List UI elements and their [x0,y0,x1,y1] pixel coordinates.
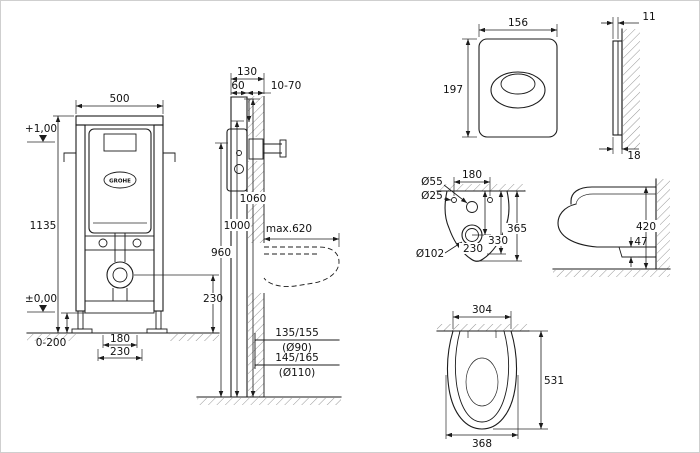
seat-inner-ring [454,330,510,423]
dim-frame-height: 1135 [30,220,57,232]
frame-side-view: 130 60 10-70 1060 1000 960 max.620 135/1… [196,66,342,405]
dim-bolt-spacing: 180 [110,333,130,345]
dim-wall-range: 10-70 [271,80,302,92]
outlet-bend [106,261,134,289]
dim-outlet-offset: 230 [463,243,483,255]
dim-plate-height: 197 [443,84,463,96]
dim-frame-depth: 60 [231,80,244,92]
dim-fixing-hole-dia: Ø25 [421,190,443,202]
level-mark-icon [39,135,47,142]
dim-height-mid: 1000 [224,220,251,232]
level-top-label: +1,00 [25,123,57,135]
dim-max-width: 368 [472,438,492,450]
dim-outlet-90-dia: (Ø90) [282,342,312,354]
foot-right [155,310,162,330]
fixing-hole-left [451,197,457,203]
flush-plate-front-view: 156 197 [443,17,558,138]
dim-plate-depth-total: 18 [627,150,640,162]
dim-height-total: 365 [507,223,527,235]
dim-bowl-height: 420 [636,221,656,233]
flush-button-small [500,73,536,95]
seat-lid [570,186,657,205]
level-floor-label: ±0,00 [25,293,57,305]
wall-hatch [623,29,640,149]
fixing-hole-right [487,197,493,203]
dim-outlet-110-dia: (Ø110) [279,367,316,379]
fixing-bolt-right [132,238,142,248]
bowl-opening [465,357,499,407]
bowl-profile [557,203,657,248]
dim-foot-adjustment: 0-200 [36,337,67,349]
flush-inlet [466,201,478,213]
floor-hatch [197,398,341,405]
wall-sleeve [248,138,264,160]
level-mark-icon [39,305,47,312]
bowl-top-view: 304 531 368 [436,304,564,450]
dim-anchor-spacing: 230 [110,346,130,358]
fixing-bolt-left [98,238,108,248]
wall-hatch [657,179,670,269]
wall-hatch [248,293,264,397]
wall-bracket-right [163,152,176,162]
dim-outlet-dia: Ø102 [416,248,444,260]
dim-flush-inlet-dia: Ø55 [421,176,443,188]
dim-frame-width: 500 [109,93,129,105]
plate-profile [612,40,623,136]
floor-hatch [27,334,77,341]
flush-plate-window [103,133,137,152]
dim-plate-width: 156 [508,17,528,29]
flush-button-large [490,71,546,109]
flush-plate [478,38,558,138]
foot-left [77,310,84,330]
floor-hatch [169,334,219,341]
dim-bowl-depth: 531 [544,375,564,387]
cistern [88,128,152,234]
seat-outline [446,330,518,430]
bowl-back-view: 180 Ø55 Ø25 Ø102 230 330 365 [416,169,531,262]
wc-bowl-outline-dashed [263,246,340,287]
dim-back-width: 304 [472,304,492,316]
flush-plate-side-view: 11 18 [599,11,656,162]
dim-plate-depth-front: 11 [642,11,655,23]
dim-fixing-spacing: 180 [462,169,482,181]
wall-bracket-left [63,152,76,162]
dim-depth: 130 [237,66,257,78]
dim-outlet-110: 145/165 [275,352,319,364]
wall-hatch [437,184,525,191]
wall-hatch [248,96,264,137]
brand-logo-text: GROHE [109,179,131,185]
dim-max-depth: max.620 [266,223,312,235]
floor-hatch [553,270,670,277]
frame-front-view: GROHE 500 [25,93,227,361]
dim-offset-mid: 330 [488,235,508,247]
dim-height-flush: 960 [211,247,231,259]
dim-rim-depth: 47 [634,236,647,248]
dim-height-top: 1060 [240,193,267,205]
brand-logo-oval [103,171,137,189]
dim-outlet-90: 135/155 [275,327,319,339]
bowl-side-view: 420 47 [552,178,671,277]
wall-hatch [437,324,529,331]
dim-outlet-height: 230 [203,293,223,305]
